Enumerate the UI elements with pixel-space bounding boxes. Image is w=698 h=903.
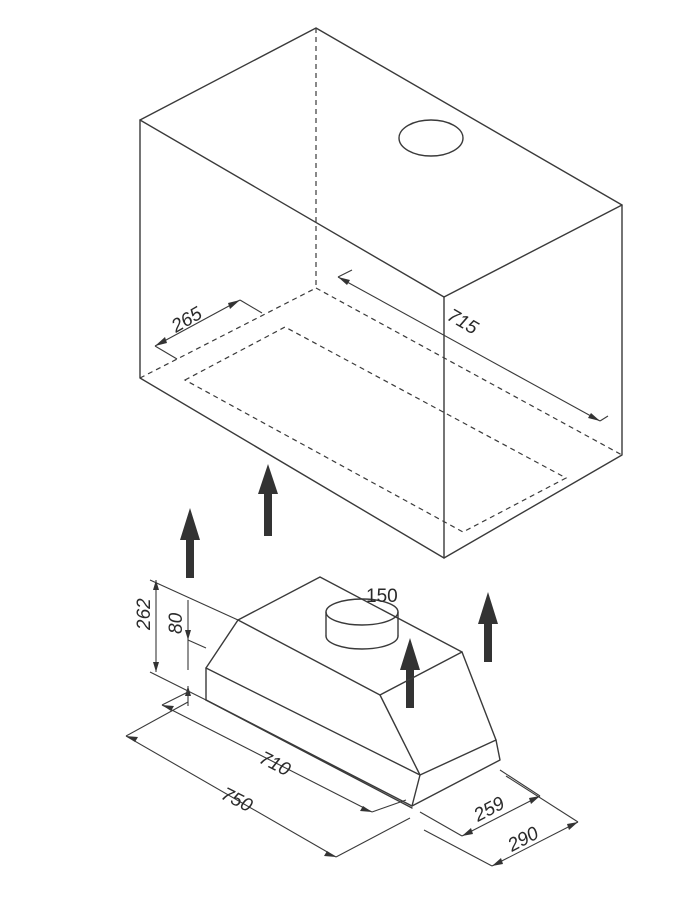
dim-262-tick-bottom	[153, 662, 159, 672]
dim-750-ext-left	[125, 701, 189, 737]
hood-bottom-side	[205, 699, 413, 809]
dim-150-label: 150	[366, 586, 398, 607]
dim-290-label: 290	[504, 823, 543, 857]
dim-290-ext-left	[423, 829, 493, 867]
dim-80-ext	[187, 639, 207, 649]
dim-259-line	[461, 795, 541, 837]
dim-80-label: 80	[166, 612, 187, 634]
cabinet-hidden-bottom-left	[139, 287, 317, 379]
dim-290-ext-right	[505, 775, 579, 823]
dim-262-ext-bottom	[149, 671, 207, 701]
dim-715-tick-right	[588, 413, 600, 421]
dim-259-tick-left	[462, 828, 473, 836]
hood-left-lower	[205, 667, 421, 776]
dim-80-tick	[185, 630, 191, 640]
up-arrow-icon	[258, 464, 278, 536]
dim-265-line	[154, 299, 241, 347]
dim-265-label: 265	[167, 303, 206, 338]
dim-290-tick-right	[567, 822, 578, 830]
dim-750-label: 750	[218, 784, 256, 817]
up-arrow-icon	[478, 592, 498, 662]
cabinet-front-edge-right	[443, 204, 623, 298]
dim-715-tick-left	[338, 277, 350, 285]
airflow-arrows	[180, 464, 498, 708]
cabinet: 265 715	[139, 27, 623, 559]
hood-bottom-front-vertical	[411, 774, 421, 807]
dim-259-ext-right	[499, 769, 541, 797]
dim-262-tick-top	[153, 580, 159, 590]
dim-262-label: 262	[134, 598, 155, 631]
hood-unit: 150 262 80 710 750 259	[125, 576, 579, 867]
hood-left-slope	[205, 619, 239, 701]
dim-715-ext-right	[599, 415, 609, 422]
dim-265-ext-right	[239, 299, 263, 314]
dim-710-label: 710	[256, 748, 294, 781]
dim-265-ext-left	[154, 345, 178, 360]
duct-collar-bottom	[325, 635, 399, 650]
up-arrow-icon	[180, 508, 200, 578]
cabinet-hidden-bottom-right	[315, 287, 623, 456]
hood-front-slope	[379, 694, 421, 776]
dim-750-ext-right	[335, 817, 411, 858]
cabinet-duct-hole	[398, 119, 464, 157]
dim-710-tick-left	[162, 705, 174, 711]
up-arrow-icon	[400, 638, 420, 708]
hood-right-slope	[419, 651, 497, 776]
hood-duct-collar	[325, 598, 399, 650]
dim-750-tick-left	[126, 736, 138, 742]
dim-715-line	[337, 276, 601, 422]
cabinet-outline	[139, 27, 623, 559]
cabinet-front-edge-top	[139, 119, 445, 298]
dim-710-ext-left	[161, 691, 189, 706]
dim-710-ext-right	[371, 799, 407, 813]
dim-259-ext-left	[419, 811, 463, 837]
dim-290-tick-left	[492, 858, 503, 866]
dim-259-tick-right	[529, 796, 540, 804]
dim-710-line	[161, 704, 373, 813]
dim-750-tick-right	[324, 851, 336, 857]
cabinet-cutout	[183, 326, 568, 533]
dim-265-tick-right	[228, 300, 240, 309]
hood-top-face	[237, 576, 463, 696]
dim-265-tick-left	[155, 337, 167, 346]
dim-715-ext-left	[337, 269, 353, 278]
dim-290-line	[491, 821, 579, 867]
dim-710-tick-right	[360, 806, 372, 812]
dim-715-label: 715	[444, 305, 482, 339]
dim-262-ext-top	[149, 579, 239, 621]
dim-750-line	[125, 735, 337, 858]
hood-bottom-box	[205, 699, 501, 807]
